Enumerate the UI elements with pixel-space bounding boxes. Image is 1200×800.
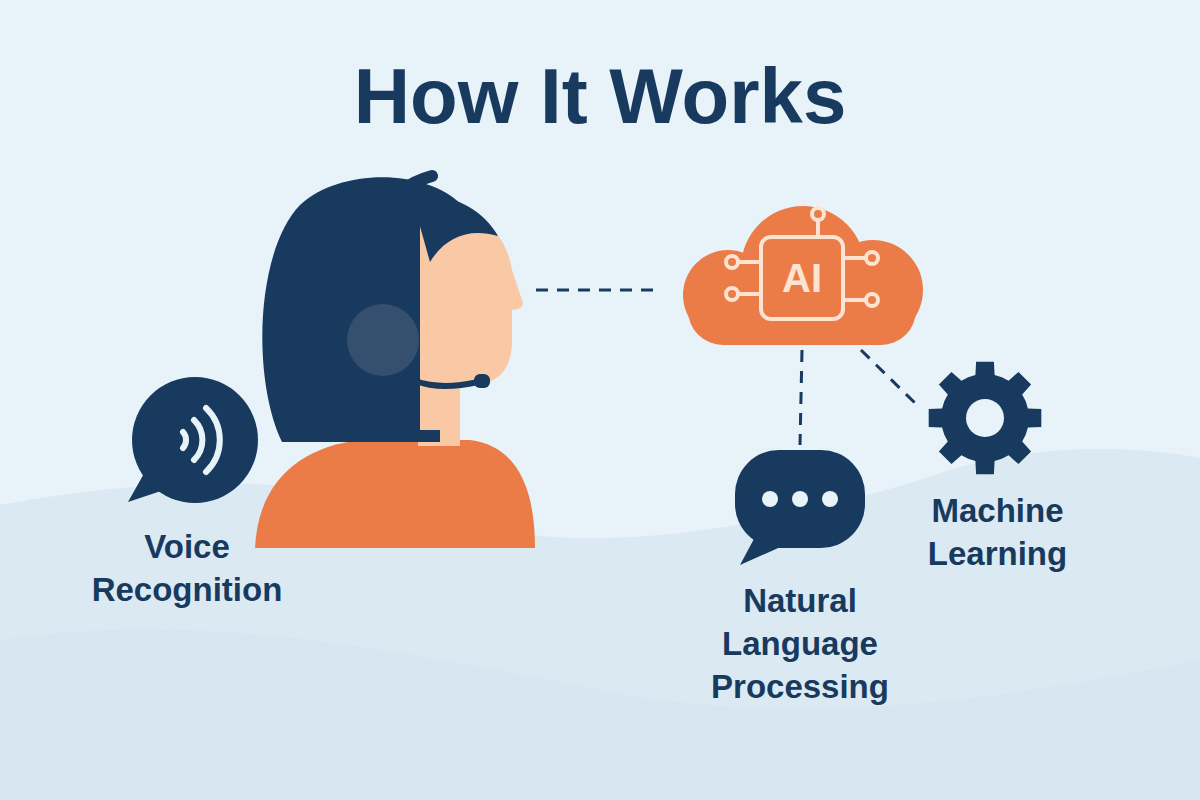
- chip-label: AI: [782, 256, 822, 300]
- dashed-connector: [800, 350, 802, 445]
- background-wave: [0, 449, 1200, 800]
- background-wave: [0, 630, 1200, 800]
- title: How It Works: [0, 52, 1200, 140]
- node-label: Natural Language Processing: [700, 579, 900, 708]
- speech-bubble-node: Natural Language Processing: [700, 445, 900, 708]
- voice-bubble-icon: [128, 377, 258, 503]
- gear-icon: [915, 355, 1080, 483]
- node-label: Machine Learning: [915, 489, 1080, 575]
- gear-node: Machine Learning: [915, 355, 1080, 575]
- dashed-connector: [861, 350, 915, 403]
- person-illustration: [255, 176, 535, 548]
- dashed-connector: [536, 289, 662, 292]
- chip-icon: [726, 208, 878, 319]
- ai-cloud: AI: [668, 200, 936, 350]
- speech-bubble-icon: [700, 445, 900, 565]
- icon-label: Voice Recognition: [77, 525, 297, 611]
